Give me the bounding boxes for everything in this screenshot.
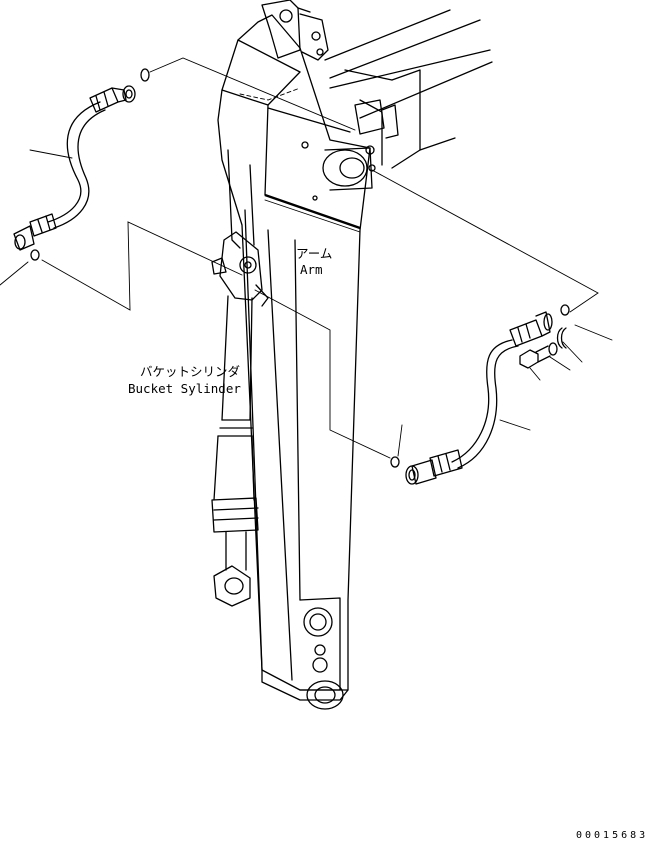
arm-label-jp: アーム [296,246,332,261]
left-hose [13,85,136,251]
o-ring-center [390,456,400,468]
arm [217,0,399,710]
bucket-cylinder-label-jp: バケットシリンダ [140,364,240,379]
o-ring-top-left [140,68,150,82]
right-hose [405,311,567,485]
bucket-cylinder-label-en: Bucket Sylinder [128,381,241,396]
arm-label-en: Arm [300,262,323,277]
drawing-number: 00015683 [576,830,648,841]
leader-lines [0,57,613,459]
o-ring-right [560,304,570,316]
boom [324,9,493,169]
o-ring-left [30,249,40,261]
bucket-cylinder [211,149,269,607]
